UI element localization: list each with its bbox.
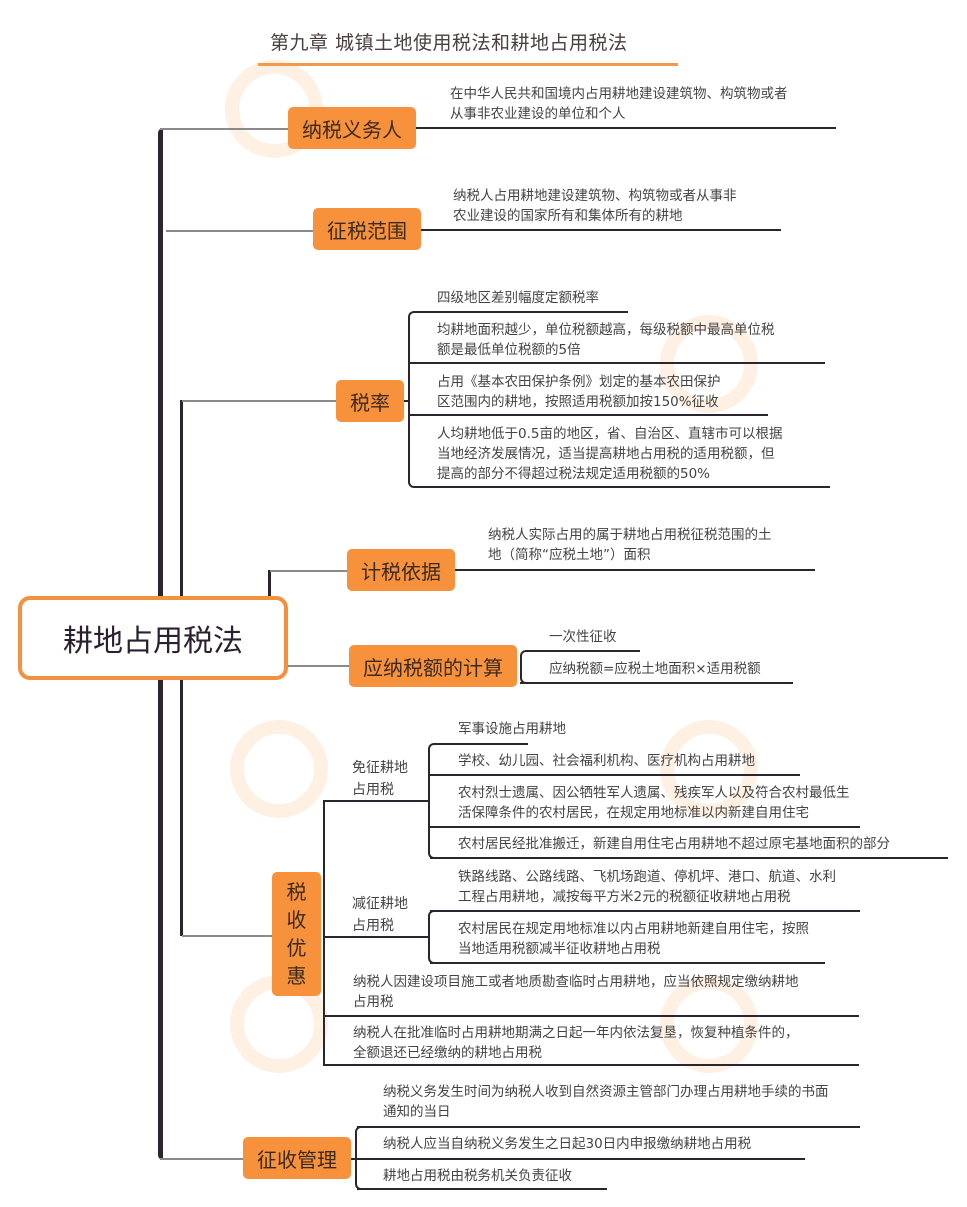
exempt-item: 学校、幼儿园、社会福利机构、医疗机构占用耕地 — [458, 753, 755, 769]
node-collection-management[interactable]: 征收管理 — [243, 1137, 351, 1179]
collection-item: 纳税义务发生时间为纳税人收到自然资源主管部门办理占用耕地手续的书面 通知的当日 — [383, 1084, 829, 1120]
root-node[interactable]: 耕地占用税法 — [18, 596, 288, 680]
tax-rate-item: 均耕地面积越少，单位税额越高，每级税额中最高单位税 额是最低单位税额的5倍 — [437, 322, 775, 358]
connector — [323, 1015, 859, 1017]
exempt-item: 农村烈士遗属、因公牺牲军人遗属、残疾军人以及符合农村最低生 活保障条件的农村居民… — [458, 785, 850, 821]
collection-item: 耕地占用税由税务机关负责征收 — [383, 1168, 572, 1184]
connector — [430, 774, 800, 776]
taxpayer-text: 在中华人民共和国境内占用耕地建设建筑物、构筑物或者 从事非农业建设的单位和个人 — [450, 86, 788, 122]
watermark-logo — [230, 720, 328, 818]
tax-calc-item: 应纳税额=应税土地面积×适用税额 — [549, 661, 761, 677]
reduced-item: 铁路线路、公路线路、飞机场跑道、停机坪、港口、航道、水利 工程占用耕地，减按每平… — [458, 869, 836, 905]
connector — [410, 362, 825, 364]
page-title: 第九章 城镇土地使用税法和耕地占用税法 — [270, 32, 628, 54]
connector — [182, 935, 274, 937]
connector — [357, 1188, 607, 1190]
connector — [410, 414, 768, 416]
connector — [430, 857, 948, 859]
tax-rate-item: 占用《基本农田保护条例》划定的基本农田保护 区范围内的耕地，按照适用税额加按15… — [437, 374, 721, 410]
group-exempt-label: 免征耕地 占用税 — [352, 760, 408, 798]
connector — [351, 1158, 357, 1160]
node-tax-incentives[interactable]: 税 收 优 惠 — [272, 872, 321, 996]
node-tax-rate[interactable]: 税率 — [336, 380, 404, 422]
tax-rate-item: 四级地区差别幅度定额税率 — [437, 290, 599, 306]
incentive-item: 纳税人因建设项目施工或者地质勘查临时占用耕地，应当依照规定缴纳耕地 占用税 — [353, 974, 799, 1010]
tax-rate-item: 人均耕地低于0.5亩的地区，省、自治区、直辖市可以根据 当地经济发展情况，适当提… — [437, 426, 783, 482]
connector — [408, 400, 830, 488]
connector — [357, 1158, 805, 1160]
connector — [430, 910, 860, 912]
connector — [520, 682, 793, 684]
incentive-item: 纳税人在批准临时占用耕地期满之日起一年内依法复垦，恢复种植条件的， 全额退还已经… — [353, 1025, 799, 1061]
connector — [160, 1158, 244, 1160]
connector — [323, 1064, 859, 1066]
tax-calc-item: 一次性征收 — [549, 629, 617, 645]
connector — [166, 230, 314, 232]
connector — [270, 665, 350, 667]
connector — [323, 800, 325, 1065]
connector — [408, 311, 628, 401]
title-underline — [258, 63, 678, 66]
group-reduced-label: 减征耕地 占用税 — [352, 896, 408, 934]
tax-basis-text: 纳税人实际占用的属于耕地占用税征税范围的土 地（简称“应税土地”）面积 — [488, 527, 772, 563]
connector — [323, 800, 430, 802]
connector — [323, 936, 430, 938]
connector — [182, 400, 338, 402]
reduced-item: 农村居民在规定用地标准以内占用耕地新建自用住宅，按照 当地适用税额减半征收耕地占… — [458, 921, 809, 957]
node-tax-calculation[interactable]: 应纳税额的计算 — [349, 645, 517, 687]
connector — [430, 826, 860, 828]
root-label: 耕地占用税法 — [63, 624, 243, 659]
connector — [455, 569, 815, 571]
connector — [421, 229, 781, 231]
node-taxpayer[interactable]: 纳税义务人 — [288, 107, 416, 149]
connector — [416, 127, 836, 129]
exempt-item: 军事设施占用耕地 — [458, 721, 566, 737]
connector — [430, 962, 825, 964]
connector — [404, 400, 410, 402]
connector — [270, 570, 350, 572]
scope-text: 纳税人占用耕地建设建筑物、构筑物或者从事非 农业建设的国家所有和集体所有的耕地 — [453, 188, 737, 224]
collection-item: 纳税人应当自纳税义务发生之日起30日内申报缴纳耕地占用税 — [383, 1136, 752, 1152]
connector — [160, 128, 290, 130]
node-tax-basis[interactable]: 计税依据 — [347, 549, 455, 591]
connector — [357, 1126, 860, 1128]
exempt-item: 农村居民经批准搬迁，新建自用住宅占用耕地不超过原宅基地面积的部分 — [458, 836, 890, 852]
node-scope[interactable]: 征税范围 — [313, 208, 421, 250]
